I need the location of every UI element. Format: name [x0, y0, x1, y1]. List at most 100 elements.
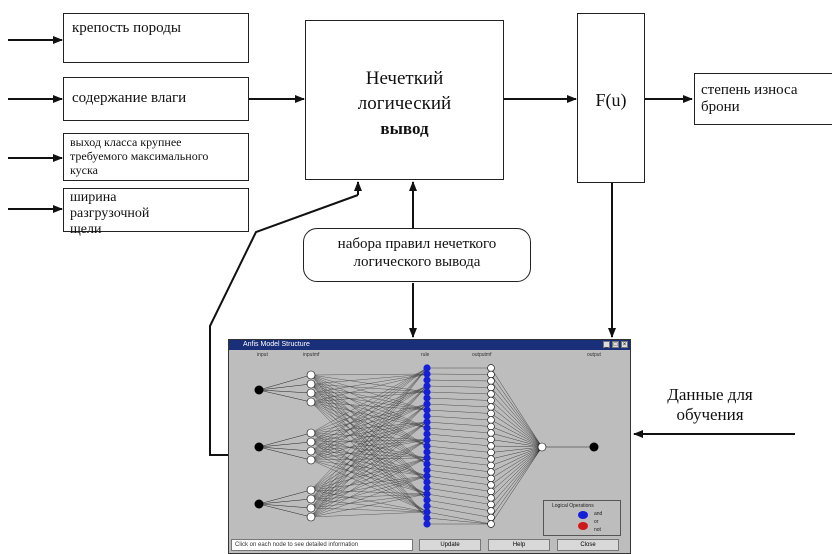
outputmf-node[interactable]: [487, 383, 495, 392]
rule-outmf-edge: [426, 403, 492, 408]
outmf-sum-edge: [490, 400, 543, 448]
close-window-button[interactable]: ×: [621, 341, 628, 348]
rule-node[interactable]: [423, 364, 431, 372]
outputmf-node[interactable]: [487, 377, 495, 385]
rule-outmf-edge: [426, 511, 492, 525]
rule-node[interactable]: [423, 490, 431, 498]
inputmf-node[interactable]: [306, 455, 316, 465]
inputmf-node[interactable]: [306, 388, 316, 398]
outputmf-node[interactable]: [487, 390, 495, 398]
rule-node[interactable]: [423, 472, 431, 480]
outputmf-node[interactable]: [487, 455, 495, 463]
rule-node[interactable]: [423, 412, 431, 420]
outputmf-node[interactable]: [487, 448, 495, 457]
rule-node[interactable]: [423, 448, 431, 456]
inputmf-node[interactable]: [306, 446, 316, 456]
rule-outmf-edge: [426, 481, 492, 492]
outputmf-node[interactable]: [487, 481, 495, 489]
help-button[interactable]: Help: [488, 539, 550, 551]
inputmf-node[interactable]: [306, 485, 316, 495]
rule-outmf-edge: [426, 457, 492, 466]
outputmf-node[interactable]: [487, 409, 495, 418]
outputmf-node[interactable]: [487, 474, 495, 483]
minimize-button[interactable]: _: [603, 341, 610, 348]
rule-node[interactable]: [423, 382, 431, 390]
close-button[interactable]: Close: [557, 539, 619, 551]
rule-node[interactable]: [423, 388, 431, 396]
mf-rule-edge: [310, 421, 428, 509]
rule-node[interactable]: [423, 496, 431, 504]
output-node[interactable]: [589, 442, 599, 452]
inputmf-node[interactable]: [306, 379, 316, 389]
rule-node[interactable]: [423, 466, 431, 474]
mf-rule-edge: [310, 475, 428, 509]
mf-rule-edge: [310, 493, 428, 518]
rule-node[interactable]: [423, 502, 431, 510]
maximize-button[interactable]: □: [612, 341, 619, 348]
outputmf-node[interactable]: [487, 487, 495, 496]
anfis-network[interactable]: [229, 340, 631, 554]
outmf-sum-edge: [490, 446, 543, 512]
outputmf-node[interactable]: [487, 468, 495, 476]
rule-node[interactable]: [423, 478, 431, 486]
rule-outmf-edge: [426, 385, 492, 388]
outputmf-node[interactable]: [487, 461, 495, 470]
rule-node[interactable]: [423, 508, 431, 516]
outputmf-node[interactable]: [487, 442, 495, 450]
mf-rule-edge: [310, 367, 428, 434]
rule-node[interactable]: [423, 430, 431, 438]
layer-label-outputmf: outputmf: [472, 352, 492, 358]
input-node[interactable]: [254, 385, 264, 395]
rule-node[interactable]: [423, 418, 431, 426]
mf-rule-edge: [310, 385, 428, 461]
sum-node[interactable]: [537, 442, 547, 452]
outputmf-node[interactable]: [487, 403, 495, 411]
outputmf-node[interactable]: [487, 422, 495, 431]
outputmf-node[interactable]: [487, 507, 495, 515]
inputmf-node[interactable]: [306, 437, 316, 447]
legend-or-dot: [578, 522, 588, 530]
rule-node[interactable]: [423, 394, 431, 402]
mf-rule-edge: [310, 439, 428, 452]
outputmf-node[interactable]: [487, 396, 495, 405]
training-data-label: Данные для обучения: [667, 385, 753, 424]
mf-rule-edge: [310, 392, 428, 447]
rule-node[interactable]: [423, 514, 431, 522]
input-node[interactable]: [254, 442, 264, 452]
inputmf-node[interactable]: [306, 370, 316, 380]
inputmf-node[interactable]: [306, 512, 316, 522]
mf-rule-edge: [310, 459, 428, 513]
input-label-2: содержание влаги: [72, 90, 187, 106]
update-button[interactable]: Update: [419, 539, 481, 551]
mf-rule-edge: [310, 457, 428, 461]
inputmf-node[interactable]: [306, 494, 316, 504]
rule-node[interactable]: [423, 436, 431, 444]
rule-outmf-edge: [426, 475, 492, 486]
outputmf-node[interactable]: [487, 494, 495, 502]
outputmf-node[interactable]: [487, 416, 495, 424]
rule-node[interactable]: [423, 484, 431, 492]
rule-node[interactable]: [423, 376, 431, 384]
rule-node[interactable]: [423, 442, 431, 450]
inputmf-node[interactable]: [306, 428, 316, 438]
rule-node[interactable]: [423, 520, 431, 528]
outputmf-node[interactable]: [487, 370, 495, 379]
inputmf-node[interactable]: [306, 503, 316, 513]
rule-node[interactable]: [423, 454, 431, 462]
outputmf-node[interactable]: [487, 513, 495, 522]
inputmf-node[interactable]: [306, 397, 316, 407]
outputmf-node[interactable]: [487, 429, 495, 437]
rule-outmf-edge: [426, 433, 492, 440]
rule-node[interactable]: [423, 400, 431, 408]
rule-outmf-edge: [426, 397, 492, 401]
outputmf-node[interactable]: [487, 500, 495, 509]
rule-node[interactable]: [423, 406, 431, 414]
rule-outmf-edge: [426, 499, 492, 512]
rule-node[interactable]: [423, 370, 431, 378]
outputmf-node[interactable]: [487, 520, 495, 528]
rule-node[interactable]: [423, 424, 431, 432]
outputmf-node[interactable]: [487, 364, 495, 372]
input-node[interactable]: [254, 499, 264, 509]
rule-node[interactable]: [423, 460, 431, 468]
outputmf-node[interactable]: [487, 435, 495, 444]
